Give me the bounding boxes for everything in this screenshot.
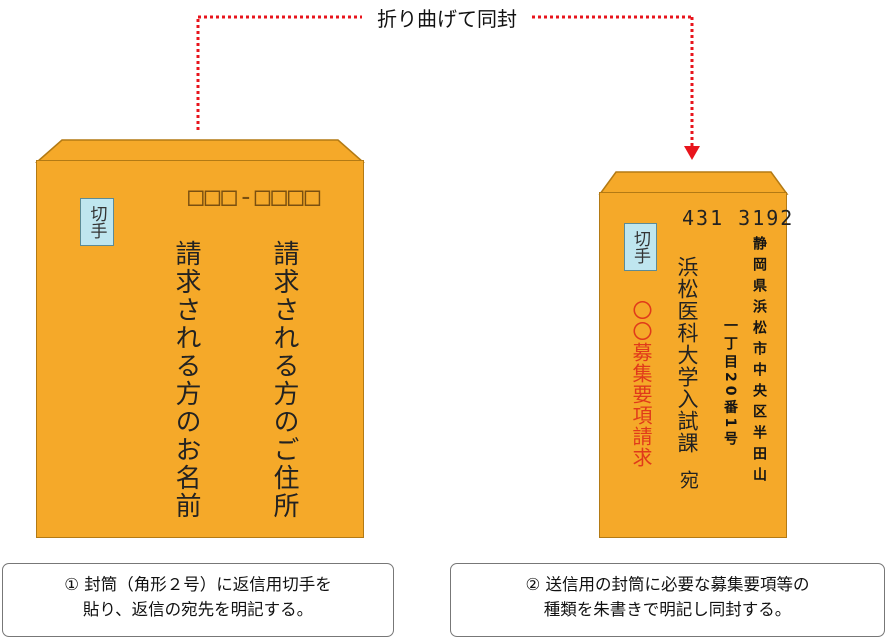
- step2-line1: ② 送信用の封筒に必要な募集要項等の: [525, 575, 810, 594]
- left-address: 請求される方のご住所: [269, 240, 299, 520]
- right-request-note: 〇〇募集要項請求: [629, 300, 653, 468]
- left-envelope: [36, 160, 364, 538]
- right-recipient: 浜松医科大学入試課: [675, 256, 699, 454]
- right-address-line1: 静岡県浜松市中央区半田山: [751, 236, 767, 488]
- right-recipient-suffix: 宛: [677, 470, 699, 489]
- left-stamp-box: 切手: [80, 198, 114, 246]
- step1-line2: 貼り、返信の宛先を明記する。: [82, 600, 314, 619]
- right-stamp-box: 切手: [624, 223, 657, 271]
- fold-label: 折り曲げて同封: [362, 6, 532, 32]
- arrow-head-icon: [684, 146, 700, 160]
- left-envelope-flap: [35, 139, 365, 163]
- right-address-line2: 一丁目20番1号: [722, 318, 738, 450]
- step2-line2: 種類を朱書きで明記し同封する。: [543, 600, 792, 619]
- step1-caption: ① 封筒（角形２号）に返信用切手を 貼り、返信の宛先を明記する。: [2, 563, 394, 637]
- step2-caption: ② 送信用の封筒に必要な募集要項等の 種類を朱書きで明記し同封する。: [450, 563, 885, 637]
- left-name: 請求される方のお名前: [171, 240, 201, 520]
- step1-line1: ① 封筒（角形２号）に返信用切手を: [64, 575, 332, 594]
- right-envelope-flap: [598, 171, 789, 195]
- right-postal-code: 431 3192: [682, 206, 795, 230]
- left-postal-code: □□□-□□□□: [188, 182, 322, 212]
